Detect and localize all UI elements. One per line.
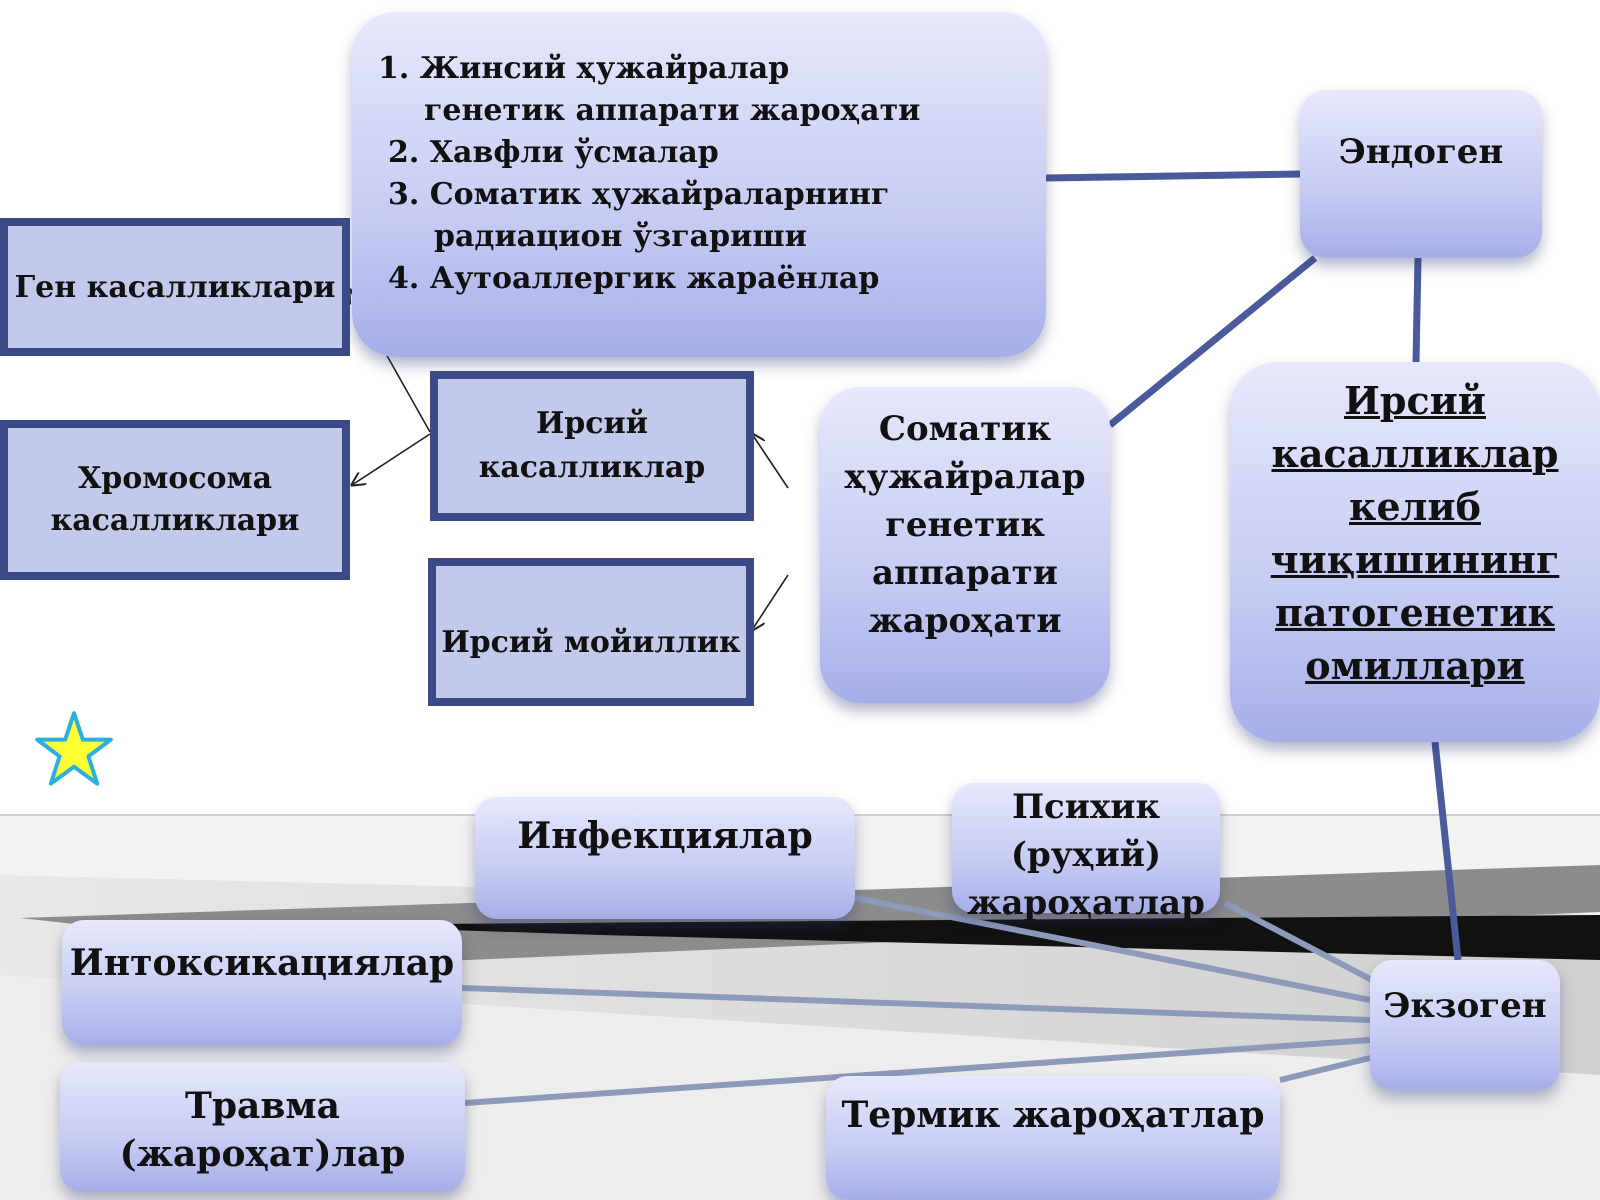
termik-label: Термик жароҳатлар: [841, 1094, 1265, 1136]
infeksiyalar-node: Инфекциялар: [475, 797, 855, 919]
endogen-label: Эндоген: [1338, 132, 1504, 172]
somatik-node: Соматик ҳужайралар генетик аппарати жаро…: [820, 387, 1110, 703]
list-line: генетик аппарати жароҳати: [424, 93, 921, 128]
list-line: 1. Жинсий ҳужайралар: [378, 51, 790, 86]
list-line: 2. Хавфли ўсмалар: [388, 135, 719, 170]
title-line: чиқишининг: [1270, 537, 1560, 582]
psixik-label-line: жароҳатлар: [967, 883, 1205, 923]
travma-label-line: (жароҳат)лар: [119, 1133, 406, 1175]
somatik-label-line: Соматик: [878, 409, 1052, 449]
list-line: 3. Соматик ҳужайраларнинг: [388, 177, 890, 212]
title-line: касалликлар: [1271, 431, 1559, 476]
travma-node: Травма (жароҳат)лар: [60, 1062, 465, 1192]
psixik-node: Психик (руҳий) жароҳатлар: [952, 783, 1220, 923]
somatik-label-line: ҳужайралар: [844, 457, 1086, 497]
irsiy-kasalliklar-label-line: касалликлар: [478, 450, 706, 485]
irsiy-moyillik-label: Ирсий мойиллик: [441, 624, 741, 660]
xromosoma-label-line: касалликлари: [50, 503, 300, 538]
irsiy-moyillik-node: Ирсий мойиллик: [428, 558, 754, 706]
psixik-label-line: Психик: [1011, 787, 1161, 827]
endogen-node: Эндоген: [1300, 90, 1542, 258]
title-line: патогенетик: [1275, 590, 1555, 635]
infeksiyalar-label: Инфекциялар: [517, 815, 813, 857]
list-line: радиацион ўзгариши: [434, 219, 807, 254]
xromosoma-label-line: Хромосома: [77, 461, 273, 496]
diagram-title-block: Ирсий касалликлар келиб чиқишининг патог…: [1230, 362, 1600, 742]
title-line: омиллари: [1305, 643, 1525, 688]
title-line: келиб: [1349, 484, 1481, 529]
psixik-label-line: (руҳий): [1010, 835, 1162, 875]
star-icon: [35, 711, 113, 786]
xromosoma-kasalliklari-node: Хромосома касалликлари: [0, 420, 350, 580]
gen-kasalliklari-label: Ген касалликлари: [14, 269, 336, 305]
list-line: 4. Аутоаллергик жараёнлар: [388, 261, 880, 296]
exogen-node: Экзоген: [1370, 960, 1560, 1090]
intoksikatsiyalar-node: Интоксикациялар: [62, 920, 462, 1045]
intoksikatsiyalar-label: Интоксикациялар: [69, 942, 455, 984]
somatik-label-line: аппарати: [872, 553, 1058, 593]
termik-jarohatlar-node: Термик жароҳатлар: [826, 1076, 1280, 1200]
travma-label-line: Травма: [185, 1085, 340, 1127]
gen-kasalliklari-node: Ген касалликлари: [0, 218, 350, 356]
title-line: Ирсий: [1344, 378, 1486, 423]
somatik-label-line: генетик: [885, 505, 1045, 545]
list-box: 1. Жинсий ҳужайралар генетик аппарати жа…: [352, 12, 1046, 357]
exogen-label: Экзоген: [1383, 986, 1547, 1026]
irsiy-kasalliklar-node: Ирсий касалликлар: [430, 371, 754, 521]
irsiy-kasalliklar-label-line: Ирсий: [535, 406, 649, 441]
somatik-label-line: жароҳати: [868, 601, 1062, 641]
